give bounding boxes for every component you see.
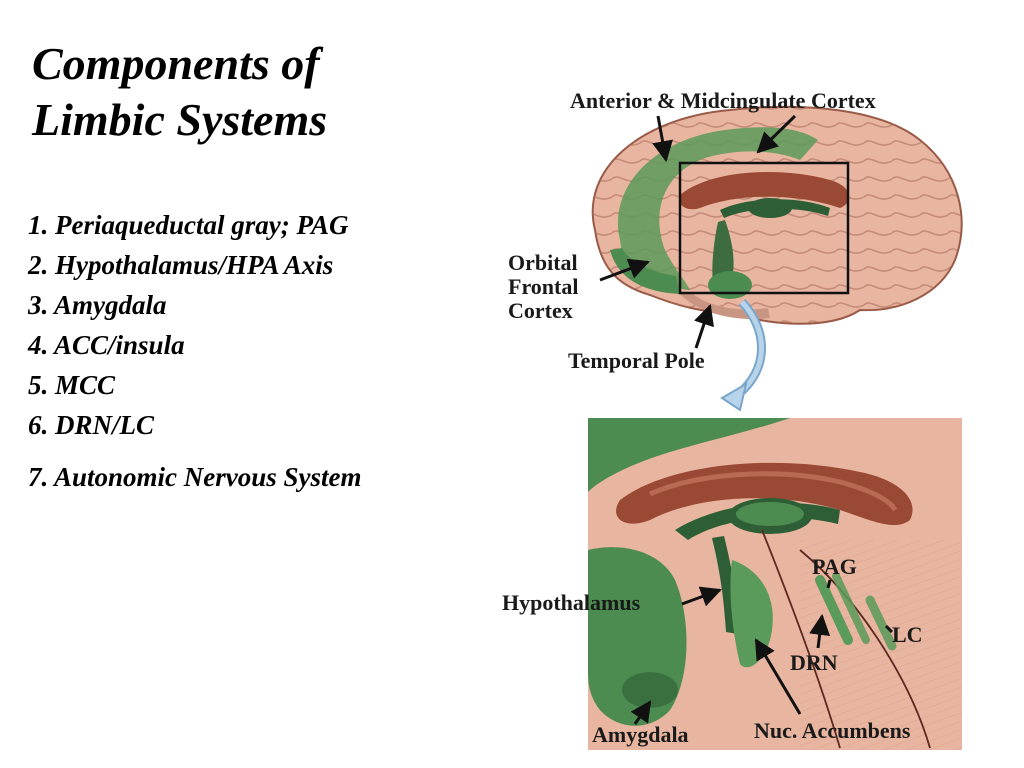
label-orbital-1: Orbital (508, 250, 578, 275)
callosum-highlight (648, 471, 898, 512)
arrow-hypothalamus (681, 586, 722, 607)
label-pag: PAG (812, 554, 857, 579)
amygdala-top (708, 271, 752, 299)
label-orbital-3: Cortex (508, 298, 573, 323)
cingulate-band-bottom (588, 418, 790, 492)
zoom-box (678, 161, 850, 295)
title-line-1: Components of (32, 38, 320, 89)
component-item-7: 7. Autonomic Nervous System (28, 462, 362, 492)
slide-title: Components of Limbic Systems (32, 36, 327, 148)
label-anterior-midcingulate: Anterior & Midcingulate Cortex (570, 88, 876, 113)
components-list: 1. Periaqueductal gray; PAG 2. Hypothala… (28, 205, 362, 497)
zoom-arrow-head (720, 381, 748, 412)
lc-stripe (865, 595, 897, 651)
arrow-nuc-accumbens (754, 638, 802, 715)
thalamus-top (748, 198, 792, 218)
component-item-2: 2. Hypothalamus/HPA Axis (28, 250, 334, 280)
label-hypothalamus: Hypothalamus (502, 590, 641, 615)
corpus-callosum (679, 172, 850, 210)
component-item-1: 1. Periaqueductal gray; PAG (28, 210, 349, 240)
brainstem-line-2 (799, 549, 931, 749)
title-line-2: Limbic Systems (32, 94, 328, 145)
thalamus-bottom-inner (736, 502, 804, 526)
component-item-5: 5. MCC (28, 370, 116, 400)
arrow-anterior-cingulate (652, 115, 673, 163)
cingulate-green (617, 127, 818, 290)
bottom-detail-panel: PAG Hypothalamus LC DRN Amygdala Nuc. Ac… (502, 418, 962, 750)
arrow-lc (884, 624, 894, 634)
component-item-4: 4. ACC/insula (28, 330, 185, 360)
component-item-6: 6. DRN/LC (28, 410, 155, 440)
arrow-amygdala (630, 700, 652, 725)
label-drn: DRN (790, 650, 838, 675)
brain-figure-svg: Anterior & Midcingulate Cortex Orbital F… (502, 88, 963, 750)
brainstem-line-1 (761, 529, 841, 749)
pag-stripe-1 (815, 575, 853, 645)
label-lc: LC (892, 622, 923, 647)
amygdala-core (622, 672, 678, 708)
label-temporal-pole: Temporal Pole (568, 348, 705, 373)
top-brain-panel: Anterior & Midcingulate Cortex Orbital F… (508, 88, 963, 412)
label-orbital-2: Frontal (508, 274, 578, 299)
arrow-midcingulate (756, 114, 797, 154)
label-nuc-accumbens: Nuc. Accumbens (754, 718, 911, 743)
pag-stripe-2 (832, 572, 870, 644)
arrow-drn (809, 613, 831, 649)
brain-figure: Anterior & Midcingulate Cortex Orbital F… (500, 80, 980, 756)
arrow-orbital-frontal (599, 258, 650, 282)
corpus-callosum-bottom (616, 462, 913, 526)
component-item-3: 3. Amygdala (28, 290, 167, 320)
arrow-pag (826, 579, 832, 589)
arrow-temporal-pole (694, 304, 714, 349)
label-amygdala: Amygdala (592, 722, 689, 747)
